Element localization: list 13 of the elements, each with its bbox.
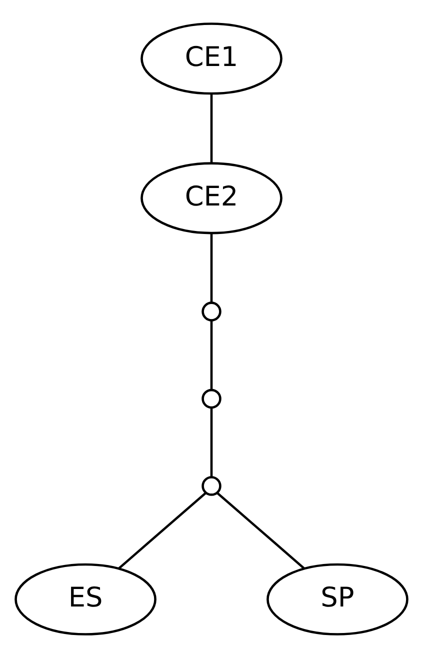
connector	[210, 407, 213, 476]
node-ellipse: CE2	[140, 162, 282, 234]
node-circle	[202, 388, 222, 408]
connector	[210, 233, 213, 302]
node-circle	[202, 476, 222, 496]
connector	[210, 320, 213, 390]
connector	[118, 492, 206, 569]
node-ellipse: CE1	[140, 22, 282, 94]
node-ellipse: ES	[14, 562, 156, 635]
node-ellipse: SP	[266, 562, 408, 635]
node-circle	[202, 301, 222, 321]
connector	[210, 94, 213, 163]
connector	[216, 492, 305, 569]
